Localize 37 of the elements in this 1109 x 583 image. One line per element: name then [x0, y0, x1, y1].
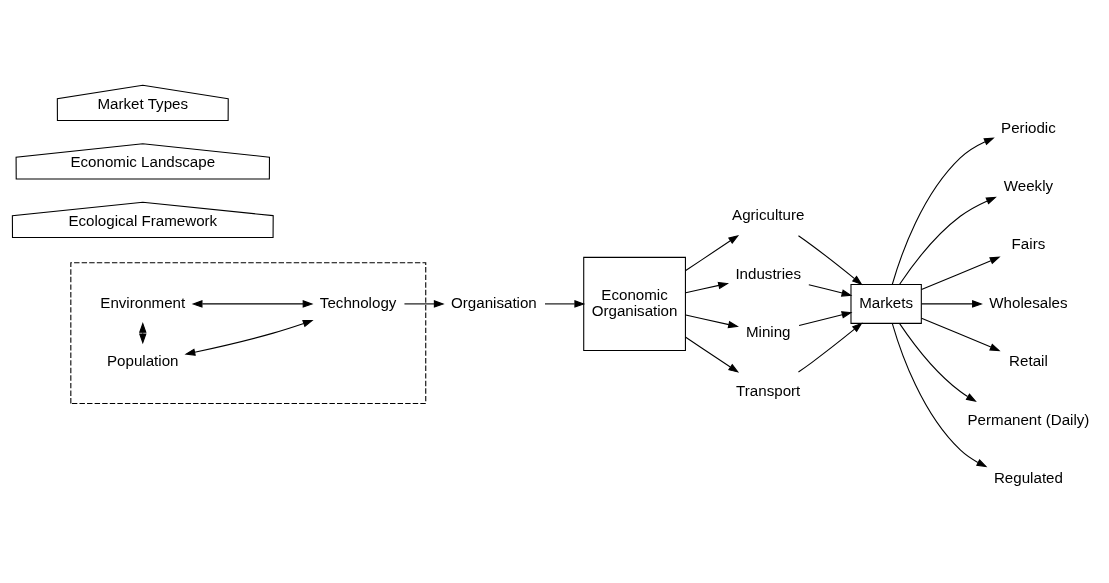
- arrow: [797, 234, 863, 285]
- node-text: Industries: [735, 264, 801, 282]
- node-text: Transport: [736, 381, 801, 399]
- arrow: [808, 283, 853, 297]
- node-text: Fairs: [1011, 234, 1046, 252]
- node-text: Weekly: [1003, 176, 1054, 194]
- arrow: [899, 196, 997, 285]
- arrow: [685, 234, 740, 271]
- arrow: [899, 322, 977, 402]
- arrow: [921, 256, 1001, 290]
- node-text: Regulated: [993, 468, 1063, 486]
- arrow: [798, 310, 853, 326]
- cluster: [70, 261, 427, 404]
- arrow: [921, 299, 983, 308]
- arrow: [184, 319, 314, 356]
- arrow: [544, 299, 586, 308]
- node-box: Economic Organisation: [583, 256, 686, 351]
- node-text: Organisation: [451, 293, 537, 311]
- node-text: Periodic: [1001, 118, 1056, 136]
- arrow: [891, 137, 995, 285]
- node-text: Wholesales: [989, 293, 1068, 311]
- node-text: Retail: [1009, 351, 1048, 369]
- arrow: [685, 314, 739, 328]
- arrow: [891, 322, 988, 467]
- node-text: Technology: [319, 293, 397, 311]
- arrow: [921, 317, 1001, 351]
- node-text: Population: [107, 351, 179, 369]
- arrow: [403, 299, 445, 308]
- arrow: [797, 322, 863, 373]
- node-text: Agriculture: [732, 205, 805, 223]
- node-text: Mining: [745, 322, 791, 340]
- node-text: Permanent (Daily): [967, 410, 1090, 428]
- node-box: Markets: [850, 283, 922, 324]
- node-text: Environment: [100, 293, 186, 311]
- arrow: [191, 299, 314, 308]
- arrow: [685, 336, 740, 373]
- arrow: [685, 281, 729, 293]
